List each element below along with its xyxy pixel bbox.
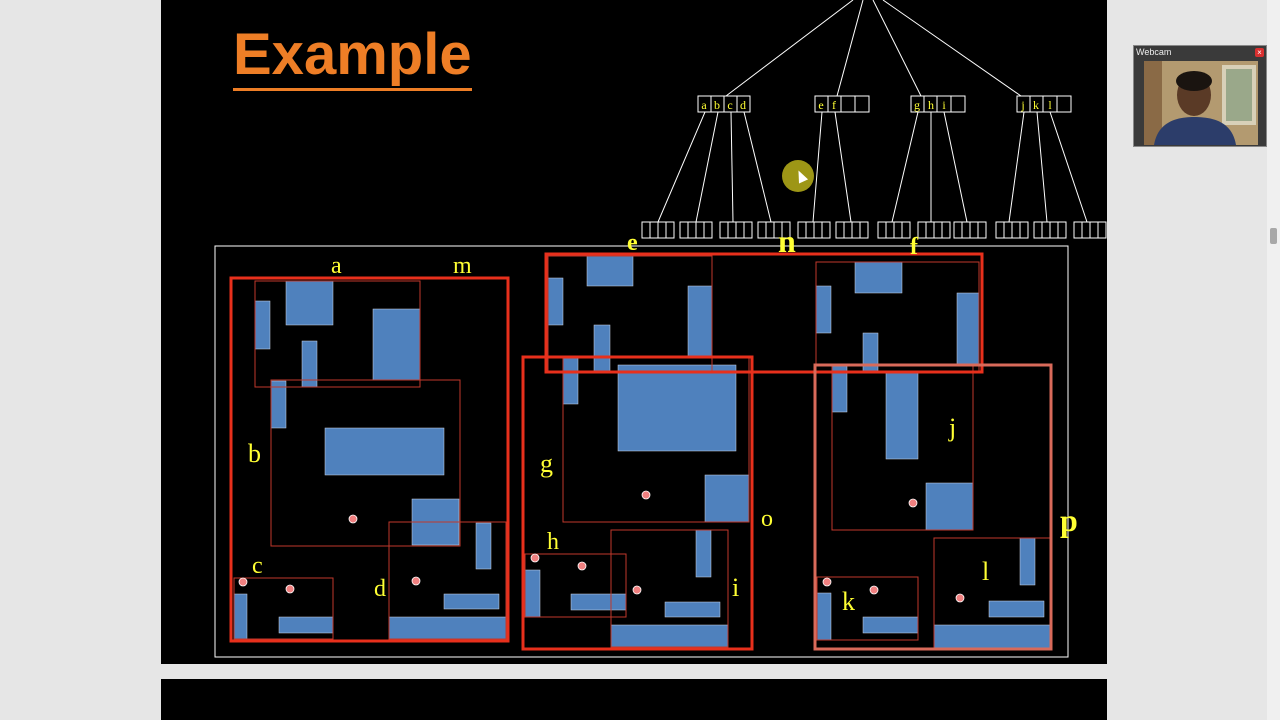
data-objects	[233, 255, 1052, 649]
label-i: i	[732, 573, 739, 602]
strong-mbrs	[229, 252, 984, 651]
scroll-thumb[interactable]	[1270, 228, 1277, 244]
vertical-scrollbar[interactable]	[1267, 0, 1280, 720]
webcam-feed	[1144, 61, 1258, 145]
label-g: g	[540, 449, 553, 478]
webcam-title: Webcam	[1136, 47, 1172, 57]
label-b: b	[248, 439, 261, 468]
label-n: n	[778, 223, 796, 259]
label-p: p	[1060, 502, 1078, 538]
tree-node-n1: a b c d	[697, 95, 751, 113]
tree-node-n3: g h i	[910, 95, 966, 113]
tree-entry: a	[701, 98, 707, 112]
label-m: m	[453, 253, 472, 279]
webcam-window[interactable]: Webcam ×	[1133, 45, 1267, 147]
slide-title: Example	[233, 24, 472, 91]
tree-node-n2: e f	[814, 95, 870, 113]
label-a: a	[331, 253, 342, 279]
label-d: d	[374, 576, 386, 602]
region-labels: a m e n f b g j o p h c d i l k	[248, 223, 1078, 616]
mbr-p	[813, 363, 1053, 651]
tree-entry: h	[928, 98, 934, 112]
tree-entry: b	[714, 98, 720, 112]
tree-leaf-row	[641, 221, 1107, 239]
tree-entry: f	[832, 98, 836, 112]
tree-entry: c	[727, 98, 732, 112]
tree-entry: e	[818, 98, 823, 112]
tree-node-n4: j k l	[1016, 95, 1072, 113]
label-k: k	[842, 587, 855, 616]
label-c: c	[252, 553, 263, 579]
tree-entry: l	[1048, 98, 1052, 112]
data-points	[238, 490, 965, 603]
label-f: f	[910, 234, 919, 260]
tree-entry: d	[740, 98, 746, 112]
tree-edges	[657, 0, 1088, 223]
label-l: l	[982, 557, 989, 586]
label-e: e	[627, 230, 638, 256]
space-frame	[214, 245, 1069, 658]
tree-entry: g	[914, 98, 920, 112]
slide-next-preview[interactable]	[161, 679, 1107, 720]
slide-current: Example a b	[161, 0, 1107, 664]
tree-entry: k	[1033, 98, 1039, 112]
cursor-highlight	[782, 160, 814, 192]
label-j: j	[948, 413, 956, 442]
close-icon[interactable]: ×	[1255, 48, 1264, 57]
rtree-diagram: a b c d e f g h i j k	[214, 0, 1107, 658]
label-h: h	[547, 529, 559, 555]
tree-entry: i	[942, 98, 946, 112]
label-o: o	[761, 506, 773, 532]
tree-entry: j	[1020, 98, 1024, 112]
